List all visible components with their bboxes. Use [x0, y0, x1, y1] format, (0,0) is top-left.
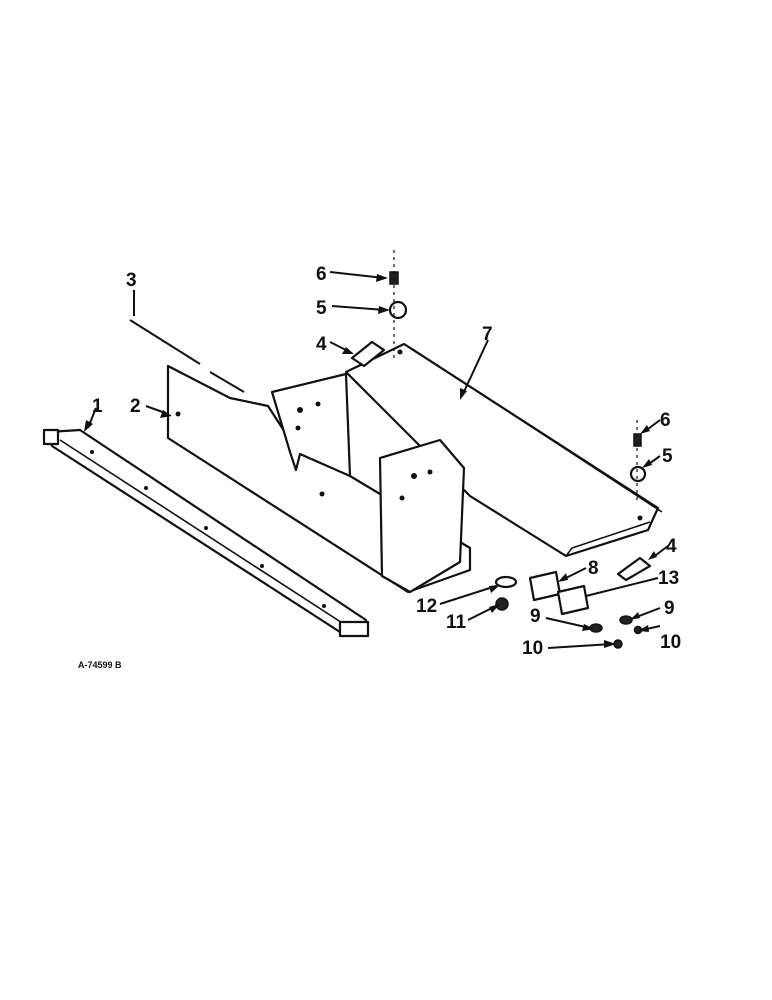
bracket-uprights: [270, 372, 466, 594]
part-5-nut-right: [629, 465, 647, 483]
callout-9-right: 9: [664, 598, 675, 619]
figure-id: A-74599 B: [78, 660, 122, 670]
callout-7: 7: [482, 324, 493, 345]
callout-6-left: 6: [316, 264, 327, 285]
callout-9-left: 9: [530, 606, 541, 627]
part-5-nut-left: [388, 300, 408, 320]
callout-4-left: 4: [316, 334, 327, 355]
part-3-rod: [129, 319, 245, 393]
callout-6-right: 6: [660, 410, 671, 431]
callout-1: 1: [92, 396, 103, 417]
callout-3: 3: [126, 270, 137, 291]
callout-2: 2: [130, 396, 141, 417]
part-10-nuts: [613, 625, 643, 649]
callout-11: 11: [446, 612, 467, 633]
callout-13: 13: [658, 568, 679, 589]
part-8-plate: [528, 570, 562, 602]
part-6-bolt-right: [633, 420, 642, 500]
callout-5-left: 5: [316, 298, 327, 319]
part-13-plate: [556, 584, 590, 616]
part-1-rail: [42, 428, 370, 638]
part-6-bolt-left: [389, 250, 399, 360]
callout-5-right: 5: [662, 446, 673, 467]
part-9-bolts: [589, 615, 633, 633]
leader-lines: [84, 271, 669, 649]
part-4-clip-left: [350, 340, 386, 368]
part-12-bolt: [494, 575, 518, 589]
part-4-clip-right: [616, 556, 652, 582]
part-7-tray: [344, 342, 663, 558]
callout-10-right: 10: [660, 632, 681, 653]
callout-10-left: 10: [522, 638, 543, 659]
part-11-nut: [495, 597, 509, 611]
callout-12: 12: [416, 596, 437, 617]
callout-numbers: 1 2 3 4 4 5 5 6 6 7 8 9 9 10 10 11 12 13: [92, 264, 681, 659]
callout-8: 8: [588, 558, 599, 579]
callout-4-right: 4: [666, 536, 677, 557]
